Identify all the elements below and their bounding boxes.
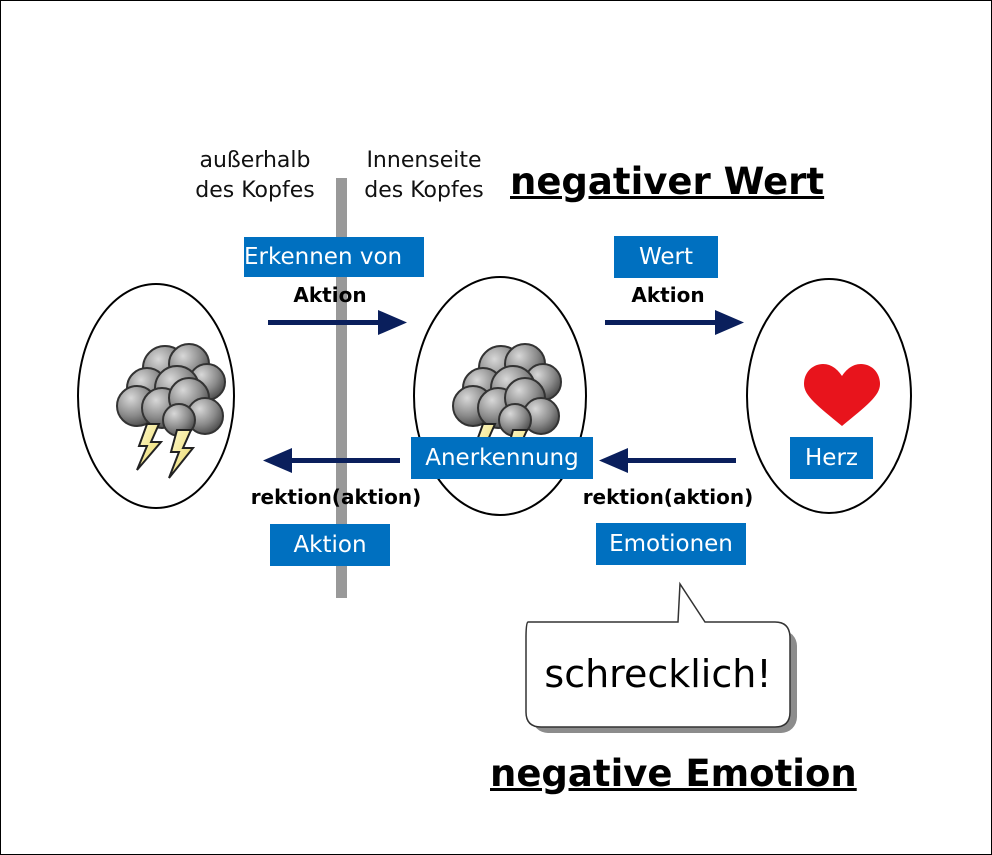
bubble-text: schrecklich! [544,652,772,696]
head-boundary-line [336,178,347,598]
label-line: außerhalb [199,148,311,173]
storm-cloud-icon [116,343,226,479]
reaction-label-1: rektion(aktion) [250,485,422,509]
outside-label-text: außerhalb des Kopfes [180,146,330,206]
arrow-left-1 [263,448,400,473]
recognition-box: Erkennen von [244,237,424,277]
label-line: Innenseite [366,148,482,173]
inside-label-text: Innenseite des Kopfes [350,146,498,206]
inside-head-label: Innenseite des Kopfes [350,146,498,206]
speech-bubble [525,581,797,733]
heart-ellipse [746,278,912,514]
action-box: Aktion [270,524,390,566]
outside-head-label: außerhalb des Kopfes [180,146,330,206]
arrow-left-2 [599,448,736,473]
acknowledgement-box: Anerkennung [411,437,593,479]
title-negative-emotion: negative Emotion [490,752,857,795]
value-box: Wert [614,236,718,278]
inside-ellipse [413,276,587,516]
action-label-2: Aktion [631,283,705,307]
arrow-right-1 [268,310,407,335]
outside-ellipse [77,283,235,509]
label-line: des Kopfes [364,178,484,203]
title-negative-value: negativer Wert [510,160,825,203]
heart-icon [804,364,880,426]
label-line: des Kopfes [195,178,315,203]
heart-box: Herz [790,437,873,479]
arrow-right-2 [605,310,744,335]
reaction-label-2: rektion(aktion) [582,485,754,509]
action-label-1: Aktion [293,283,367,307]
emotions-box: Emotionen [596,523,746,565]
